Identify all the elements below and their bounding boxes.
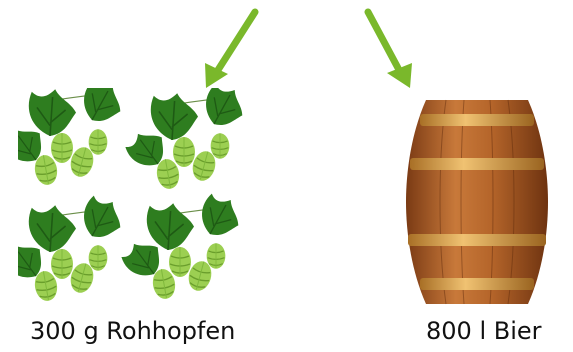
caption-raw-hops: 300 g Rohhopfen [30, 319, 235, 343]
hop-cluster-bottom-right [118, 191, 246, 301]
hop-cluster-bottom-left [18, 193, 129, 303]
arrow-down-right-icon [368, 12, 412, 88]
hop-cluster-top-left [18, 88, 129, 187]
caption-beer-volume: 800 l Bier [426, 319, 542, 343]
barrel-body [406, 100, 548, 304]
hop-cluster-top-right [122, 88, 250, 191]
wooden-barrel-icon [402, 96, 552, 308]
arrow-down-left-icon [205, 12, 255, 88]
hop-cones-icon [18, 88, 250, 310]
